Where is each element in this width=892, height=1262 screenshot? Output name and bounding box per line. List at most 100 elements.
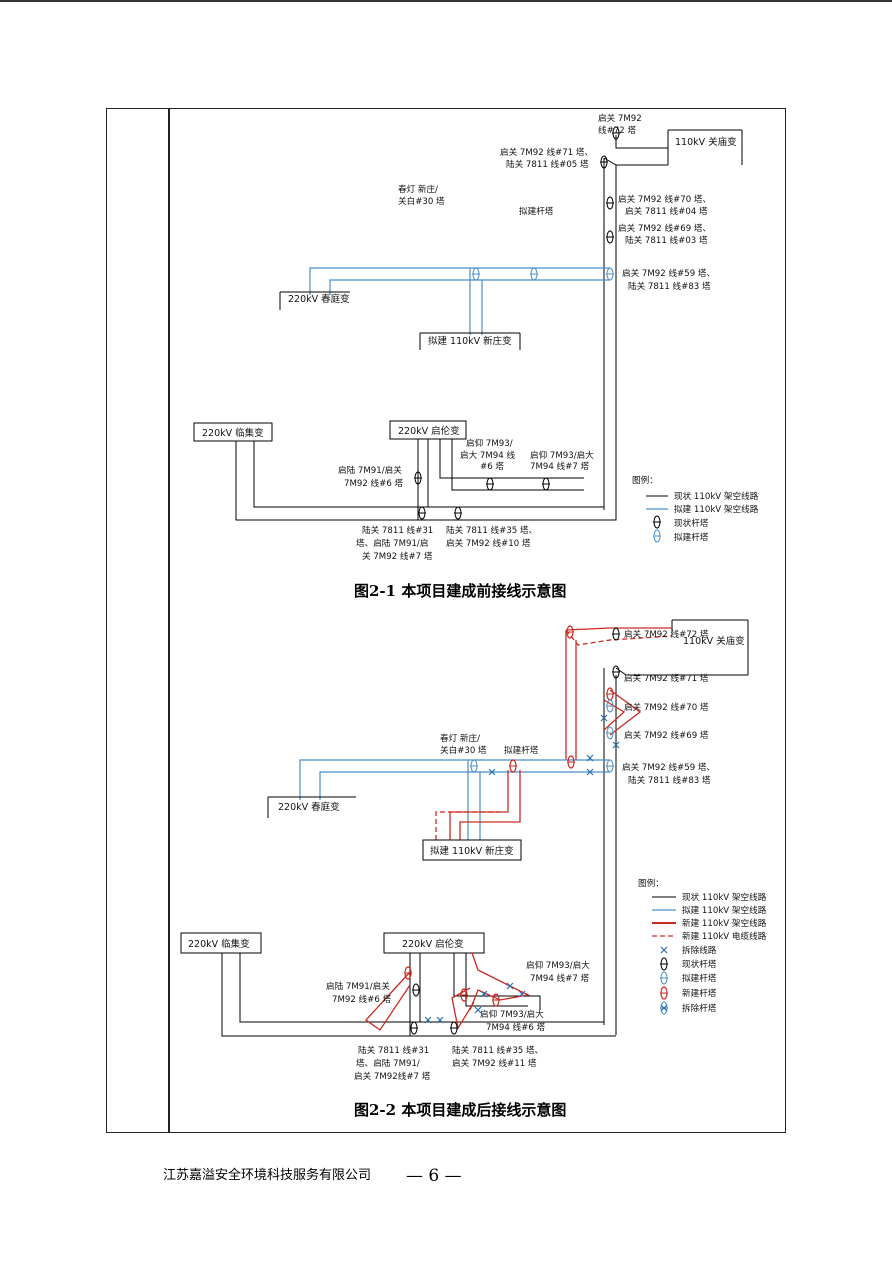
fig2-qilun-label: 220kV 启伦变 (402, 938, 464, 950)
fig1-legend-item-1: 拟建 110kV 架空线路 (674, 503, 759, 515)
fig1-lugu31-l2: 塔、启陆 7M91/启 (356, 537, 428, 549)
fig2-legend-item-3: 新建 110kV 电缆线路 (682, 930, 767, 942)
fig2-chunting-label: 220kV 春庭变 (278, 801, 340, 813)
fig1-t69-l2: 陆关 7811 线#03 塔 (625, 234, 708, 246)
fig1-legend-item-3: 拟建杆塔 (674, 531, 709, 543)
fig1-chunting-line-l1: 春灯 新庄/ (398, 183, 438, 195)
fig2-tower-red-4 (508, 759, 518, 773)
fig2-lugu35-l1: 陆关 7811 线#35 塔、 (452, 1044, 543, 1056)
fig2-legend-item-2: 新建 110kV 架空线路 (682, 917, 767, 929)
fig1-tower-qiyang6 (485, 477, 495, 491)
fig2-t69: 启关 7M92 线#69 塔 (624, 729, 709, 741)
fig1-caption: 图2-1 本项目建成前接线示意图 (354, 582, 566, 600)
fig1-tower-69 (605, 230, 615, 244)
fig1-legend-title: 图例： (632, 474, 658, 486)
fig1-t72-l1: 启关 7M92 (598, 112, 642, 124)
footer-page-number: — 6 — (406, 1166, 462, 1186)
fig1-t70-l2: 启关 7811 线#04 塔 (625, 205, 708, 217)
fig2-tower-59 (605, 759, 615, 773)
fig2-t71: 启关 7M92 线#71 塔 (624, 672, 709, 684)
fig2-lugu35-l2: 启关 7M92 线#11 塔 (452, 1057, 537, 1069)
fig2-guanmiao-substation: 110kV 关庙变 (671, 619, 749, 675)
fig1-qilu-l2: 7M92 线#6 塔 (344, 477, 404, 489)
fig1-tower-lugu35 (453, 506, 463, 520)
fig2-lugu31-l1: 陆关 7811 线#31 (358, 1044, 429, 1056)
fig2-new-tower-label: 拟建杆塔 (504, 744, 539, 756)
fig1-lugu31-l1: 陆关 7811 线#31 (362, 524, 433, 536)
fig2-t70: 启关 7M92 线#70 塔 (624, 701, 709, 713)
fig2-legend-item-0: 现状 110kV 架空线路 (682, 891, 767, 903)
fig2-legend: 图例： 现状 110kV 架空线路 拟建 110kV 架空线路 新建 110kV… (638, 877, 767, 1015)
fig1-new-tower-label: 拟建杆塔 (519, 205, 554, 217)
fig2-legend-item-4: 拆除线路 (682, 944, 717, 956)
fig2-tower-red-2 (605, 687, 615, 701)
fig2-legend-item-8: 拆除杆塔 (682, 1002, 717, 1014)
fig1-chunting-label: 220kV 春庭变 (288, 293, 350, 305)
fig1-xinzhuang-substation: 拟建 110kV 新庄变 (419, 332, 521, 350)
fig1-linji-label: 220kV 临集变 (202, 427, 264, 439)
fig1-xinzhuang-label: 拟建 110kV 新庄变 (428, 335, 512, 347)
fig2-qiyang2-l1: 启仰 7M93/启大 (480, 1008, 544, 1020)
fig1-qilu-l1: 启陆 7M91/启关 (338, 464, 402, 476)
fig2-qilun-substation: 220kV 启伦变 (383, 932, 485, 954)
fig2-qilu-l1: 启陆 7M91/启关 (326, 980, 390, 992)
fig2-legend-item-6: 拟建杆塔 (682, 972, 717, 984)
fig1-tower-qiyang7 (541, 477, 551, 491)
fig1-tower-30 (471, 267, 481, 281)
fig2-lugu31-l2: 塔、启陆 7M91/ (356, 1057, 420, 1069)
fig1-tower-lugu31 (417, 506, 427, 520)
fig1-t59-l1: 启关 7M92 线#59 塔、 (622, 267, 715, 279)
fig1-t71-l2: 陆关 7811 线#05 塔 (506, 158, 589, 170)
fig2-chunting-line-l1: 春灯 新庄/ (440, 732, 480, 744)
fig2-tower-72 (611, 627, 621, 641)
fig1-legend-item-2: 现状杆塔 (674, 517, 709, 529)
fig2-t59-l1: 启关 7M92 线#59 塔、 (622, 761, 715, 773)
fig2-caption: 图2-2 本项目建成后接线示意图 (354, 1101, 566, 1119)
figure-2: 110kV 关庙变 220kV 春庭变 拟建 110kV 新庄变 (180, 619, 767, 1119)
fig1-qiyang2-l1: 启仰 7M93/启大 (530, 449, 594, 461)
fig2-qiyang-l2: 7M94 线#7 塔 (530, 972, 590, 984)
fig2-chunting-line-l2: 关白#30 塔 (440, 744, 487, 756)
fig2-qiyang-l1: 启仰 7M93/启大 (526, 959, 590, 971)
fig2-t72: 启关 7M92 线#72 塔 (624, 628, 709, 640)
fig1-tower-59 (605, 267, 615, 281)
fig2-qilu-l2: 7M92 线#6 塔 (332, 993, 392, 1005)
fig2-xinzhuang-label: 拟建 110kV 新庄变 (430, 845, 514, 857)
fig1-t71-l1: 启关 7M92 线#71 塔、 (500, 146, 593, 158)
fig1-linji-substation: 220kV 临集变 (193, 422, 273, 442)
fig1-qilun-label: 220kV 启伦变 (398, 425, 460, 437)
fig1-guanmiao-substation: 110kV 关庙变 (667, 129, 743, 165)
fig1-qiyang-l1: 启仰 7M93/ (466, 437, 513, 449)
fig2-linji-substation: 220kV 临集变 (180, 932, 262, 954)
fig2-chunting-substation: 220kV 春庭变 (267, 796, 356, 818)
fig1-qiyang-l2: 启大 7M94 线 (460, 449, 515, 461)
fig2-tower-red-1 (565, 625, 575, 639)
fig2-xinzhuang-substation: 拟建 110kV 新庄变 (422, 839, 522, 861)
fig2-legend-item-1: 拟建 110kV 架空线路 (682, 904, 767, 916)
fig1-legend: 图例： 现状 110kV 架空线路 拟建 110kV 架空线路 现状杆塔 拟建杆… (632, 474, 759, 543)
fig1-qilun-substation: 220kV 启伦变 (389, 420, 467, 440)
fig1-lugu35-l1: 陆关 7811 线#35 塔、 (446, 524, 537, 536)
fig1-qiyang-l3: #6 塔 (480, 460, 504, 472)
fig2-guanmiao-label: 110kV 关庙变 (683, 635, 745, 647)
fig1-lugu35-l2: 启关 7M92 线#10 塔 (446, 537, 531, 549)
page-frame (106, 108, 786, 1133)
fig2-t59-l2: 陆关 7811 线#83 塔 (628, 774, 711, 786)
frame-divider (168, 108, 170, 1133)
fig2-tower-red-3 (566, 755, 576, 769)
fig2-legend-title: 图例： (638, 877, 664, 889)
fig2-lugu31-l3: 启关 7M92线#7 塔 (354, 1070, 431, 1082)
fig1-t70-l1: 启关 7M92 线#70 塔、 (618, 193, 711, 205)
fig1-t59-l2: 陆关 7811 线#83 塔 (628, 280, 711, 292)
fig2-tower-69 (605, 726, 615, 740)
footer-company: 江苏嘉溢安全环境科技服务有限公司 (163, 1168, 372, 1183)
fig1-guanmiao-label: 110kV 关庙变 (675, 136, 737, 148)
top-rule (0, 0, 892, 2)
fig2-tower-30 (469, 759, 479, 773)
fig1-legend-item-0: 现状 110kV 架空线路 (674, 490, 759, 502)
fig2-legend-item-7: 新建杆塔 (682, 987, 717, 999)
fig2-qiyang2-l2: 7M94 线#6 塔 (486, 1021, 546, 1033)
fig1-t69-l1: 启关 7M92 线#69 塔、 (618, 222, 711, 234)
fig1-tower-new (529, 267, 539, 281)
